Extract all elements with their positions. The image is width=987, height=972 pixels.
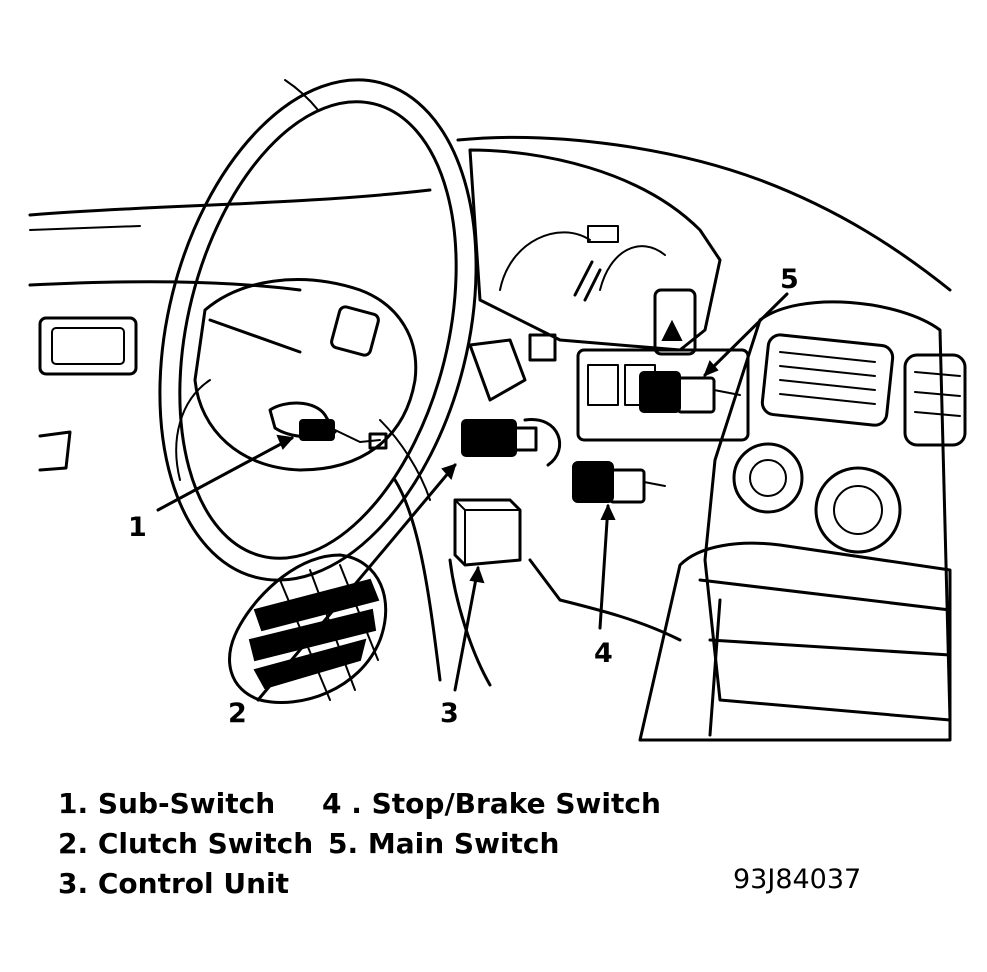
legend-number: 3. bbox=[58, 867, 89, 900]
legend-item-5: 5. Main Switch bbox=[328, 830, 559, 858]
legend-label: Stop/Brake Switch bbox=[371, 787, 661, 820]
clutch-switch-part bbox=[461, 418, 561, 467]
legend-number: 4 . bbox=[322, 787, 362, 820]
instrument-cluster bbox=[468, 148, 722, 356]
left-door-vent bbox=[38, 316, 138, 472]
dashboard-illustration bbox=[28, 78, 967, 742]
callout-4: 4 bbox=[594, 638, 613, 669]
dash-pad-outline bbox=[28, 188, 432, 292]
sub-switch-part bbox=[268, 401, 388, 450]
legend-label: Control Unit bbox=[97, 867, 290, 900]
legend-label: Clutch Switch bbox=[97, 827, 314, 860]
legend-label: Sub-Switch bbox=[97, 787, 276, 820]
legend-item-2: 2. Clutch Switch bbox=[58, 830, 313, 858]
control-unit-part bbox=[453, 498, 522, 567]
legend-number: 1. bbox=[58, 787, 89, 820]
center-console bbox=[638, 541, 952, 742]
callout-5: 5 bbox=[780, 264, 799, 295]
steering-wheel bbox=[158, 78, 478, 582]
callout-2: 2 bbox=[228, 698, 247, 729]
stop-brake-switch-part bbox=[572, 461, 666, 504]
lower-dash-line bbox=[393, 478, 682, 687]
main-switch-part bbox=[639, 371, 741, 414]
dash-top-line bbox=[456, 135, 952, 292]
callout-1: 1 bbox=[128, 512, 147, 543]
legend-number: 5. bbox=[328, 827, 359, 860]
legend-item-1: 1. Sub-Switch bbox=[58, 790, 275, 818]
legend-item-3: 3. Control Unit bbox=[58, 870, 289, 898]
legend-number: 2. bbox=[58, 827, 89, 860]
leader-lines bbox=[156, 292, 789, 702]
legend-label: Main Switch bbox=[367, 827, 560, 860]
right-dash-panel bbox=[703, 300, 967, 722]
legend-item-4: 4 . Stop/Brake Switch bbox=[322, 790, 661, 818]
callout-3: 3 bbox=[440, 698, 459, 729]
figure-code: 93J84037 bbox=[733, 864, 862, 895]
